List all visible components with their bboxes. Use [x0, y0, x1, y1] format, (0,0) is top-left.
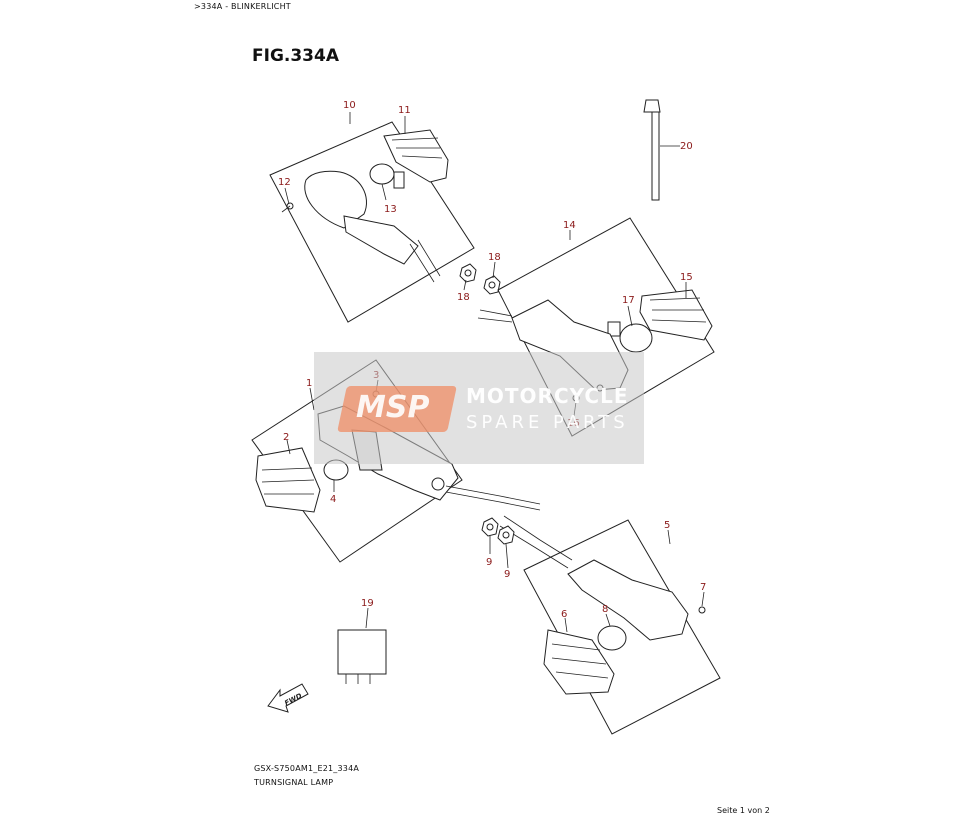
figure-title: FIG.334A: [252, 46, 339, 66]
callout-13: 13: [384, 204, 397, 215]
callout-4: 4: [330, 494, 336, 505]
model-code: GSX-S750AM1_E21_334A: [254, 764, 360, 773]
callout-14: 14: [563, 220, 576, 231]
callout-8: 8: [602, 604, 608, 615]
callout-9b: 9: [504, 569, 510, 580]
callout-11: 11: [398, 105, 411, 116]
callout-18a: 18: [488, 252, 501, 263]
wiring-harness: [445, 485, 573, 569]
flasher-relay: [337, 629, 387, 684]
watermark-logo: MSP: [356, 390, 430, 425]
callout-9a: 9: [486, 557, 492, 568]
callout-6: 6: [561, 609, 567, 620]
callout-labels: 10 11 12 13 20 14 18 18 15 17 1 3 16 2 4…: [278, 100, 706, 620]
lamp-assembly-rear-left: [269, 121, 475, 323]
breadcrumb: >334A - BLINKERLICHT: [194, 2, 291, 11]
fwd-arrow-icon: FWD: [267, 683, 309, 713]
watermark-line1: MOTORCYCLE: [466, 384, 629, 408]
callout-12: 12: [278, 177, 291, 188]
callout-15: 15: [680, 272, 693, 283]
callout-10: 10: [343, 100, 356, 111]
callout-7: 7: [700, 582, 706, 593]
cable-tie: [643, 99, 661, 201]
callout-leaders: [284, 112, 705, 633]
lamp-assembly-front-right: [523, 519, 721, 735]
figure-caption: TURNSIGNAL LAMP: [254, 778, 334, 787]
callout-18b: 18: [457, 292, 470, 303]
callout-17: 17: [622, 295, 635, 306]
watermark-line2: SPARE PARTS: [466, 412, 629, 433]
callout-19: 19: [361, 598, 374, 609]
callout-20: 20: [680, 141, 693, 152]
callout-5: 5: [664, 520, 670, 531]
nut: [459, 263, 501, 295]
page-indicator: Seite 1 von 2: [717, 806, 770, 815]
callout-1: 1: [306, 378, 312, 389]
callout-2: 2: [283, 432, 289, 443]
